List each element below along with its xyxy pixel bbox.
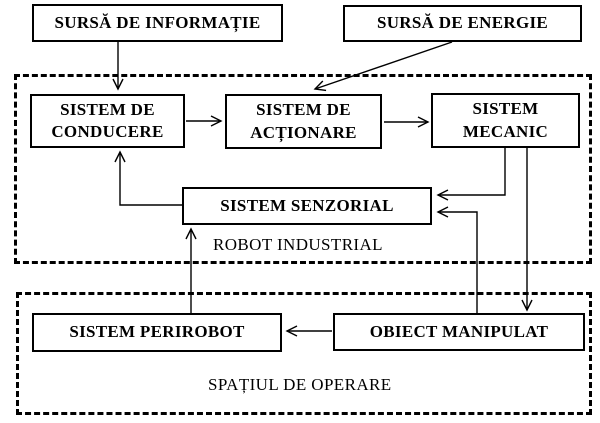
node-obiect-manipulat: OBIECT MANIPULAT: [333, 313, 585, 351]
node-label-line2: MECANIC: [462, 121, 549, 141]
region-robot-industrial: [14, 74, 592, 264]
node-sursa-de-informatie: SURSĂ DE INFORMAȚIE: [32, 4, 283, 42]
node-sistem-senzorial: SISTEM SENZORIAL: [182, 187, 432, 225]
node-label-line2: CONDUCERE: [51, 122, 164, 141]
node-label: SISTEM PERIROBOT: [69, 322, 245, 342]
node-sistem-de-conducere: SISTEM DE CONDUCERE: [30, 94, 185, 148]
node-sursa-de-energie: SURSĂ DE ENERGIE: [343, 5, 582, 42]
node-label-line1: SISTEM DE: [256, 100, 351, 120]
region-spatiul-de-operare: [16, 292, 592, 415]
node-label: SURSĂ DE INFORMAȚIE: [54, 12, 261, 32]
node-label-line1: SISTEM: [472, 99, 539, 119]
robot-industrial-label: ROBOT INDUSTRIAL: [213, 235, 383, 254]
node-label-line1: SISTEM DE: [60, 99, 155, 119]
spatiul-de-operare-label: SPAȚIUL DE OPERARE: [208, 375, 392, 394]
node-label: OBIECT MANIPULAT: [369, 321, 549, 341]
node-sistem-de-actionare: SISTEM DE ACȚIONARE: [225, 94, 382, 149]
node-sistem-perirobot: SISTEM PERIROBOT: [32, 313, 282, 352]
node-sistem-mecanic: SISTEM MECANIC: [431, 93, 580, 148]
node-label-line2: ACȚIONARE: [250, 122, 357, 142]
node-label: SURSĂ DE ENERGIE: [376, 13, 549, 33]
node-label: SISTEM SENZORIAL: [220, 195, 394, 215]
